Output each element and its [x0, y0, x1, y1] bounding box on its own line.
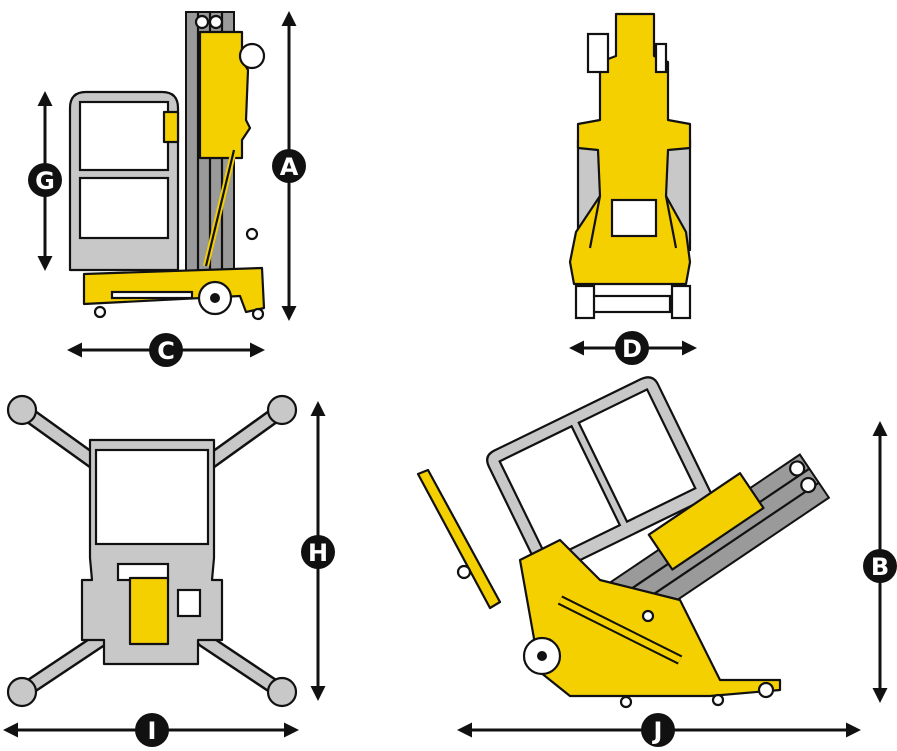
dimension-label-j: J [652, 717, 663, 745]
dimension-label-a: A [280, 153, 299, 181]
dimension-badge-d [615, 331, 649, 365]
dimension-label-i: I [148, 717, 157, 745]
dimension-c: C [67, 333, 265, 367]
dimension-j: J [457, 713, 861, 747]
side-view [68, 11, 266, 321]
dimension-badge-i [135, 713, 169, 747]
dimension-badge-c [149, 333, 183, 367]
dimension-badge-h [301, 535, 335, 569]
dimension-b: B [863, 421, 897, 703]
dimension-g: G [28, 91, 62, 271]
dimension-d: D [569, 331, 697, 365]
top-view [6, 394, 298, 708]
dimension-badge-b [863, 549, 897, 583]
transport-view [416, 376, 831, 709]
dimension-h: H [301, 401, 335, 701]
dimension-label-h: H [308, 539, 328, 567]
dimension-i: I [2, 713, 299, 747]
dimension-label-b: B [871, 553, 889, 581]
dimension-badge-g [28, 163, 62, 197]
dimension-label-c: C [157, 337, 175, 365]
dimension-label-g: G [35, 167, 55, 195]
dimension-badge-j [641, 713, 675, 747]
dimension-a: A [272, 10, 306, 321]
dimension-label-d: D [622, 335, 642, 363]
front-view [568, 12, 692, 320]
dimension-badge-a [272, 149, 306, 183]
